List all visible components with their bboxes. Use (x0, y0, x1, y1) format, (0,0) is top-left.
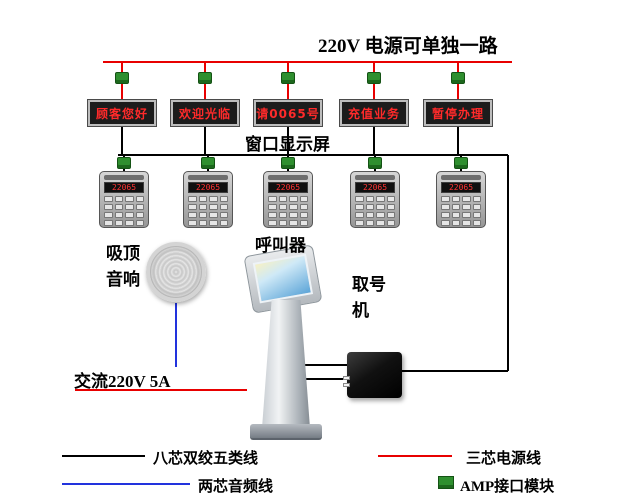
window-display: 充值业务 (339, 99, 409, 127)
ticket-kiosk (240, 244, 335, 440)
caller-cap (355, 175, 395, 180)
module-pin (343, 383, 350, 387)
caller-cap (104, 175, 144, 180)
display-text: 欢迎光临 (178, 106, 231, 121)
amp-connector-icon (451, 72, 465, 84)
legend-cat5-label: 八芯双绞五类线 (153, 451, 259, 467)
module-pin (343, 376, 350, 380)
display-text: 暂停办理 (431, 106, 484, 121)
caller-device: 22065 (183, 171, 233, 228)
amp-connector-icon (281, 157, 295, 169)
caller-screen: 22065 (441, 182, 481, 193)
caller-keypad (355, 196, 395, 226)
window-display: 请0065号 (253, 99, 323, 127)
legend-audio-label: 两芯音频线 (198, 479, 274, 495)
amp-connector-icon (281, 72, 295, 84)
legend-amp-label: AMP接口模块 (460, 479, 555, 495)
kiosk-screen (252, 253, 314, 304)
caller-keypad (441, 196, 481, 226)
display-text: 顾客您好 (95, 106, 148, 121)
legend-power-label: 三芯电源线 (466, 451, 542, 467)
caller-screen: 22065 (104, 182, 144, 193)
amp-connector-icon (201, 157, 215, 169)
caller-keypad (268, 196, 308, 226)
caller-cap (268, 175, 308, 180)
display-text: 充值业务 (347, 106, 400, 121)
caller-group-label: 呼叫器 (255, 236, 306, 255)
amp-connector-icon (115, 72, 129, 84)
caller-cap (188, 175, 228, 180)
power-note-label: 220V 电源可单独一路 (318, 36, 498, 57)
caller-screen: 22065 (268, 182, 308, 193)
display-text: 请0065号 (256, 106, 320, 121)
kiosk-column (262, 300, 310, 428)
amp-power-module (343, 352, 402, 398)
amp-connector-icon (367, 72, 381, 84)
window-display: 欢迎光临 (170, 99, 240, 127)
amp-connector-icon (198, 72, 212, 84)
window-display: 顾客您好 (87, 99, 157, 127)
amp-connector-icon (368, 157, 382, 169)
amp-connector-icon (117, 157, 131, 169)
ceiling-speaker (146, 242, 206, 302)
speaker-label: 吸顶 音响 (106, 244, 140, 289)
caller-device: 22065 (350, 171, 400, 228)
caller-device: 22065 (99, 171, 149, 228)
caller-keypad (104, 196, 144, 226)
caller-cap (441, 175, 481, 180)
caller-screen: 22065 (355, 182, 395, 193)
caller-device: 22065 (436, 171, 486, 228)
caller-device: 22065 (263, 171, 313, 228)
window-display-group-label: 窗口显示屏 (245, 135, 330, 154)
kiosk-base (250, 424, 322, 440)
kiosk-label: 取号 机 (352, 275, 386, 320)
caller-keypad (188, 196, 228, 226)
caller-screen: 22065 (188, 182, 228, 193)
ac-power-label: 交流220V 5A (74, 372, 171, 391)
legend-amp-swatch-icon (438, 476, 454, 489)
window-display: 暂停办理 (423, 99, 493, 127)
amp-connector-icon (454, 157, 468, 169)
